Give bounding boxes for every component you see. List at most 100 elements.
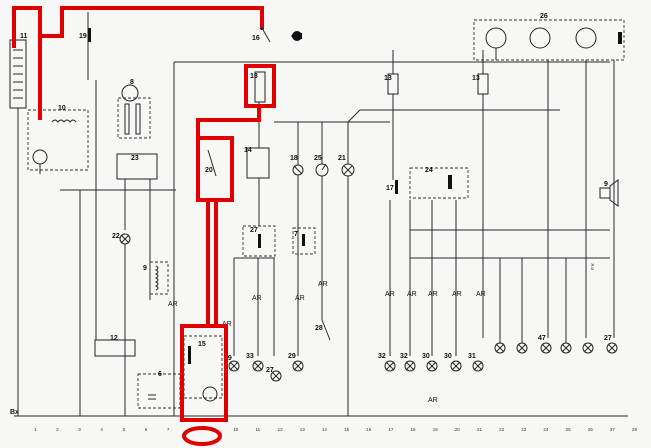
generator-10: 10 xyxy=(27,105,89,174)
tick-label: 17 xyxy=(388,427,394,432)
fuse-13-a: 13 xyxy=(250,71,266,103)
label-29b: 29 xyxy=(288,353,296,360)
ar-label: AR xyxy=(252,295,262,302)
label-16: 16 xyxy=(252,35,260,42)
label-24: 24 xyxy=(425,167,433,174)
label-23: 23 xyxy=(131,155,139,162)
bus-label: Bx xyxy=(10,409,19,416)
ar-label: AR xyxy=(428,291,438,298)
label-32a: 32 xyxy=(378,353,386,360)
tick-label: 1 xyxy=(34,427,37,432)
tick-label: 10 xyxy=(233,427,239,432)
tick-label: 15 xyxy=(344,427,350,432)
battery-11: 11 xyxy=(9,33,28,416)
label-30b: 30 xyxy=(444,353,452,360)
tick-label: 20 xyxy=(455,427,461,432)
horn-9: 9 xyxy=(599,179,619,207)
label-13b: 13 xyxy=(384,75,392,82)
tick-label: 27 xyxy=(610,427,616,432)
tick-label: 8 xyxy=(189,427,192,432)
label-22: 22 xyxy=(112,233,120,240)
tick-label: 6 xyxy=(145,427,148,432)
ar-label: AR xyxy=(407,291,417,298)
label-27c: 27 xyxy=(604,335,612,342)
label-28: 28 xyxy=(315,325,323,332)
unit-23: 23 xyxy=(116,153,158,300)
tick-label: 23 xyxy=(521,427,527,432)
label-31: 31 xyxy=(468,353,476,360)
fuse-13-b: 13 xyxy=(384,50,399,180)
ar-label: AR xyxy=(318,281,328,288)
label-33: 33 xyxy=(246,353,254,360)
sender-28: 28 xyxy=(315,319,331,341)
label-26: 26 xyxy=(540,13,548,20)
switch-7: 7 xyxy=(292,227,316,255)
tick-label: 2 xyxy=(56,427,59,432)
relay-24: 24 xyxy=(409,167,469,199)
tick-label: 5 xyxy=(123,427,126,432)
ar-label: AR xyxy=(476,291,486,298)
label-7: 7 xyxy=(294,231,298,238)
tick-label: 24 xyxy=(543,427,549,432)
lamp-row-right: 47 27 xyxy=(494,258,618,354)
label-21: 21 xyxy=(338,155,346,162)
label-12: 12 xyxy=(110,335,118,342)
label-14: 14 xyxy=(244,147,252,154)
label-6: 6 xyxy=(158,371,162,378)
tick-label: 21 xyxy=(477,427,483,432)
tick-label: 11 xyxy=(256,427,261,432)
label-18: 18 xyxy=(290,155,298,162)
label-9: 9 xyxy=(604,181,608,188)
tick-label: 12 xyxy=(278,427,284,432)
switch-27: 27 xyxy=(242,225,276,257)
switch-19: 19 xyxy=(79,12,91,80)
tick-label: 9 xyxy=(211,427,214,432)
condenser-6: 6 xyxy=(137,371,181,409)
tick-label: 16 xyxy=(366,427,372,432)
ar-label: AR xyxy=(452,291,462,298)
ar-label: AR xyxy=(168,301,178,308)
headlights-26: 26 xyxy=(473,13,625,338)
label-13c: 13 xyxy=(472,75,480,82)
ar-label: AR xyxy=(428,397,438,404)
label-32b: 32 xyxy=(400,353,408,360)
label-8: 8 xyxy=(130,79,134,86)
tick-label: 26 xyxy=(588,427,594,432)
ar-label: AR xyxy=(295,295,305,302)
ar-label: AR xyxy=(385,291,395,298)
switch-20: 20 xyxy=(205,149,217,177)
label-20: 20 xyxy=(205,167,213,174)
tick-label: 3 xyxy=(78,427,81,432)
lamp-18: 18 xyxy=(290,122,304,356)
tick-label: 4 xyxy=(100,427,103,432)
lamp-22: 22 xyxy=(112,233,131,416)
tick-label: 28 xyxy=(632,427,638,432)
tick-label: 25 xyxy=(566,427,572,432)
tick-label: 18 xyxy=(411,427,417,432)
label-13a: 13 xyxy=(250,73,258,80)
tick-label: 14 xyxy=(322,427,328,432)
label-11: 11 xyxy=(20,33,28,40)
component-12: 12 xyxy=(94,335,136,357)
label-15: 15 xyxy=(198,341,206,348)
side-note: F.V. xyxy=(590,263,595,270)
gauge-25: 25 xyxy=(314,122,329,320)
highlight-path xyxy=(12,6,276,446)
label-27b: 27 xyxy=(266,367,274,374)
label-25: 25 xyxy=(314,155,322,162)
switch-17: 17 xyxy=(386,180,398,194)
label-47: 47 xyxy=(538,335,546,342)
label-27: 27 xyxy=(250,227,258,234)
label-17: 17 xyxy=(386,185,394,192)
label-3: 9 xyxy=(143,265,147,272)
lamp-21: 21 xyxy=(338,122,355,416)
label-19: 19 xyxy=(79,33,87,40)
starter-15: 15 xyxy=(183,335,223,402)
tick-label: 13 xyxy=(300,427,306,432)
label-30a: 30 xyxy=(422,353,430,360)
tick-label: 7 xyxy=(167,427,170,432)
coil-3: 9 xyxy=(143,261,169,295)
